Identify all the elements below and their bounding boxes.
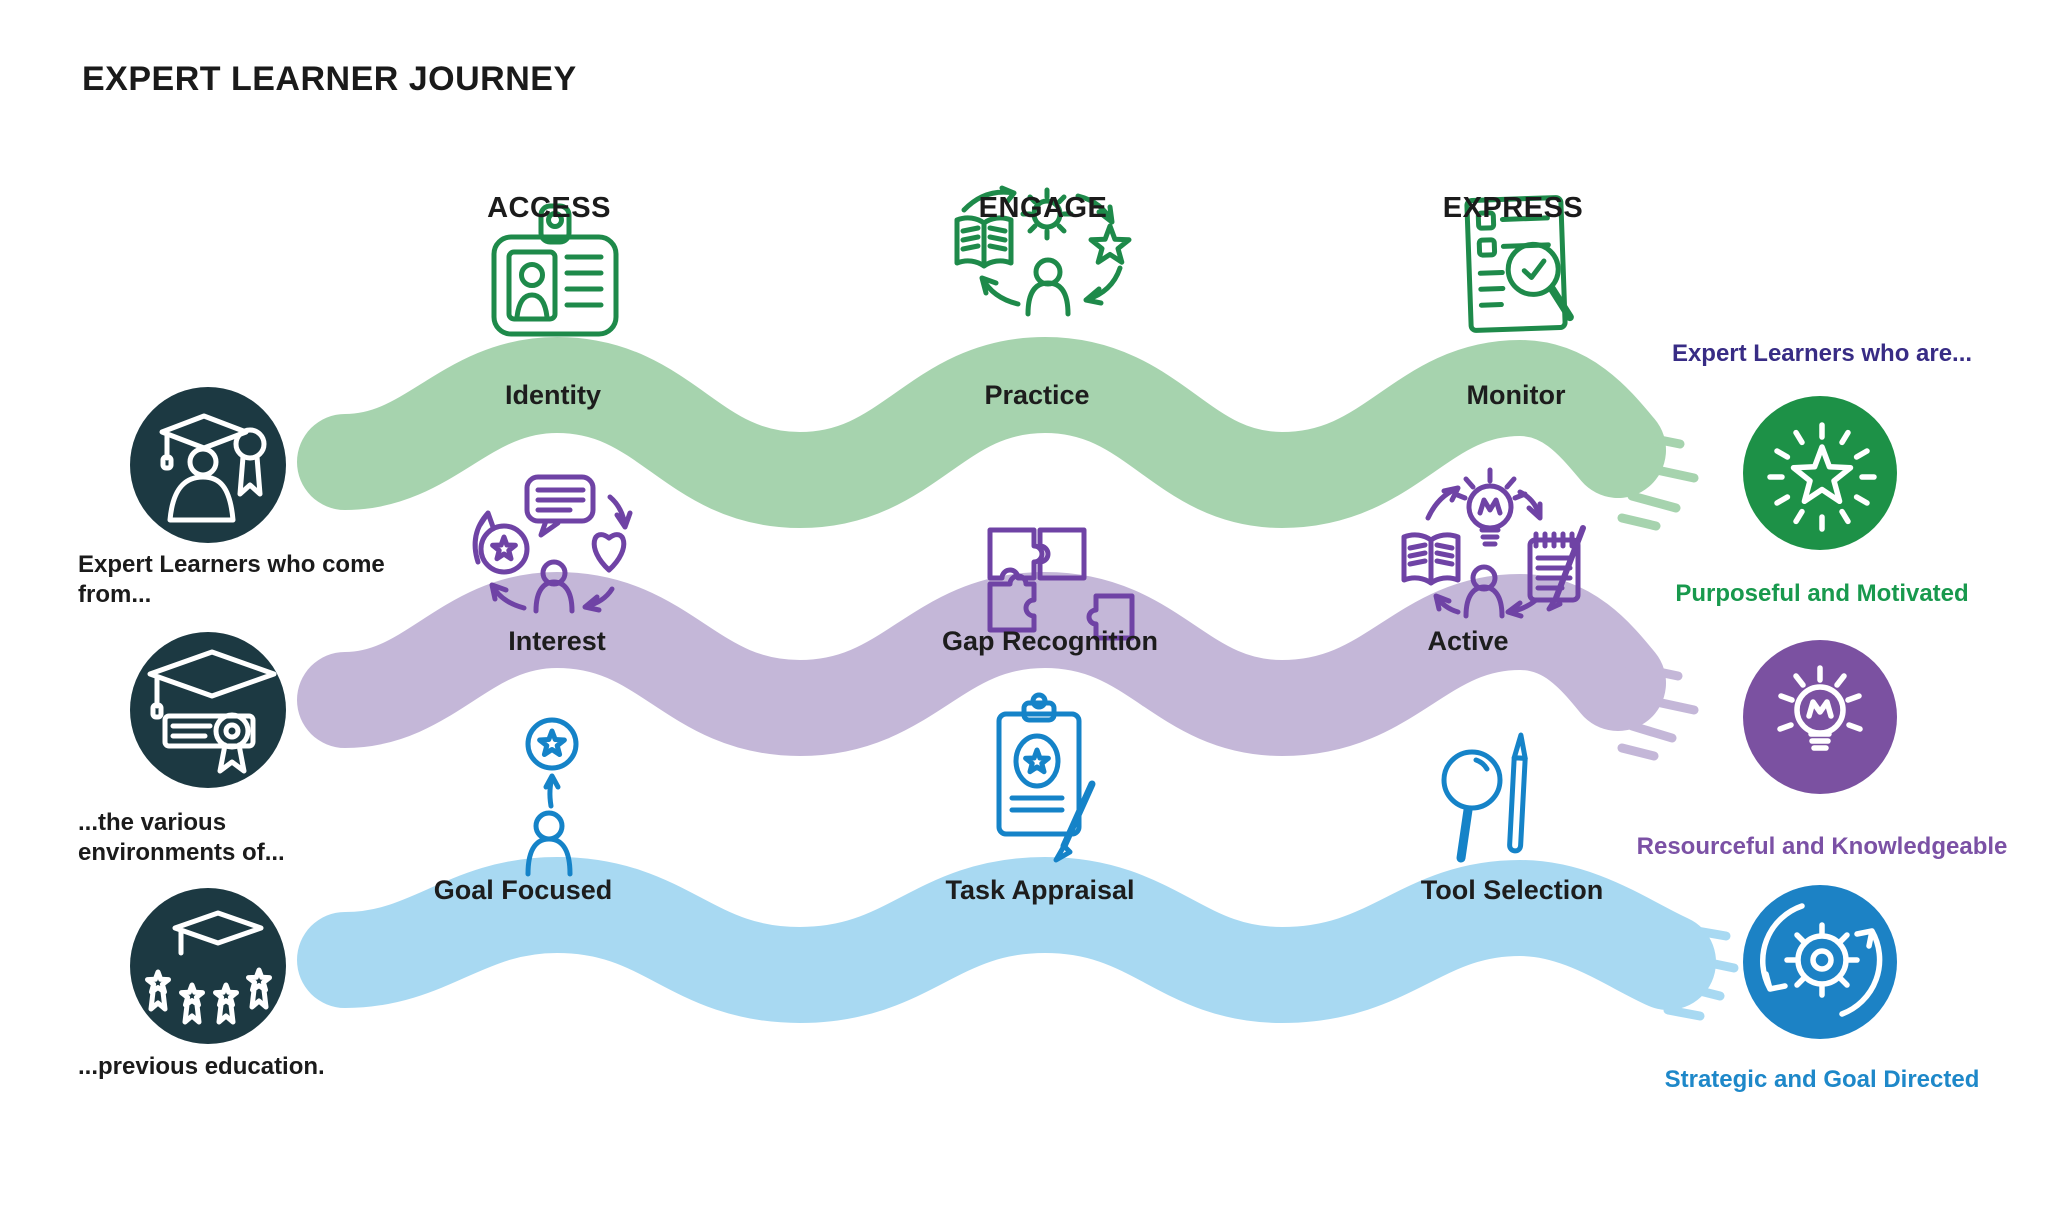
step-label-gap-recognition: Gap Recognition	[942, 626, 1158, 656]
outcome-resourceful-knowledgeable: Resourceful and Knowledgeable	[1636, 833, 2008, 860]
phase-header-access: ACCESS	[487, 192, 611, 224]
cap-stars-circle	[130, 888, 286, 1044]
clipboard-star-pencil-icon	[996, 692, 1096, 863]
outcome-purposeful-motivated: Purposeful and Motivated	[1675, 580, 1969, 607]
lightbulb-icon	[1777, 665, 1863, 751]
left-caption-previous-education: ...previous education.	[78, 1053, 325, 1080]
magnifier-pencil-icon	[1441, 732, 1528, 863]
left-caption-come-from: Expert Learners who come from...	[78, 551, 385, 609]
step-label-tool-selection: Tool Selection	[1420, 875, 1604, 905]
star-ribbons	[145, 967, 272, 1025]
phase-header-express: EXPRESS	[1442, 192, 1584, 224]
gear-cycle-circle	[1743, 885, 1897, 1039]
step-label-task-appraisal: Task Appraisal	[945, 875, 1135, 905]
cap-diploma-icon	[147, 649, 277, 774]
person-star-goal-icon	[525, 717, 579, 877]
step-label-active: Active	[1427, 626, 1509, 656]
cap-diploma-circle	[130, 632, 286, 788]
right-circles	[1743, 396, 1897, 1039]
graduate-award-circle	[130, 387, 286, 543]
left-caption-environments: ...the various environments of...	[78, 809, 285, 867]
step-label-monitor: Monitor	[1466, 380, 1566, 410]
cap-stars-icon	[145, 910, 272, 1025]
brush-streaks	[1617, 429, 1739, 1021]
phase-header-engage: ENGAGE	[978, 192, 1108, 224]
gear-cycle-icon	[1760, 903, 1883, 1017]
id-badge-icon	[491, 203, 619, 337]
outcome-strategic-goal-directed: Strategic and Goal Directed	[1664, 1066, 1980, 1093]
star-burst-circle	[1743, 396, 1897, 550]
left-circles	[130, 387, 286, 1044]
lightbulb-circle	[1743, 640, 1897, 794]
graduate-award-icon	[159, 413, 267, 523]
page-title: EXPERT LEARNER JOURNEY	[82, 60, 577, 98]
puzzle-pieces-icon	[987, 527, 1135, 641]
interest-cycle-icon	[472, 474, 633, 614]
right-heading: Expert Learners who are...	[1671, 340, 1973, 367]
active-cycle-icon	[1401, 467, 1586, 619]
star-burst-icon	[1767, 422, 1877, 532]
step-label-interest: Interest	[508, 626, 606, 656]
step-label-goal-focused: Goal Focused	[433, 875, 613, 905]
express-lane-band	[297, 856, 1716, 1024]
step-label-practice: Practice	[984, 380, 1090, 410]
step-label-identity: Identity	[504, 380, 602, 410]
